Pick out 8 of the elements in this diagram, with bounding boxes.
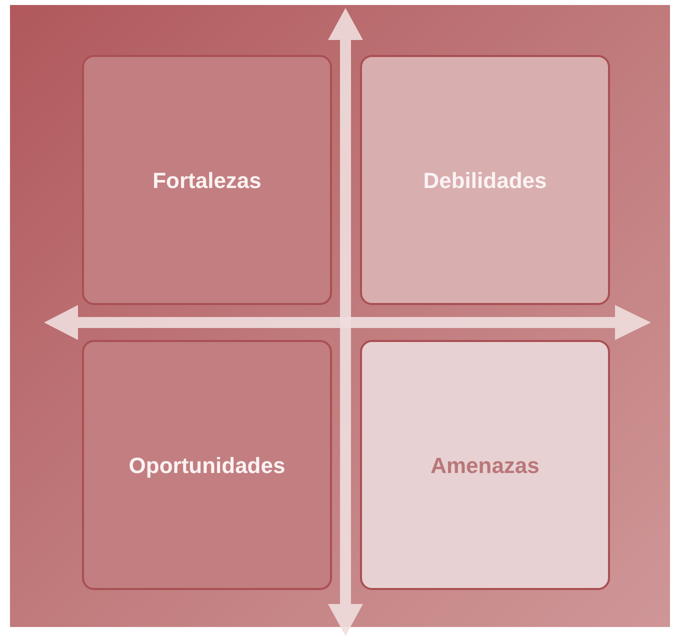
quadrant-box [360,340,610,590]
quadrant-box [82,340,332,590]
quadrant-label: Oportunidades [128,452,286,480]
quadrant-label: Amenazas [430,452,540,480]
quadrant-label: Debilidades [423,166,547,194]
quadrant-box [82,55,332,305]
quadrant-box [360,55,610,305]
quadrant-label: Fortalezas [152,166,262,194]
